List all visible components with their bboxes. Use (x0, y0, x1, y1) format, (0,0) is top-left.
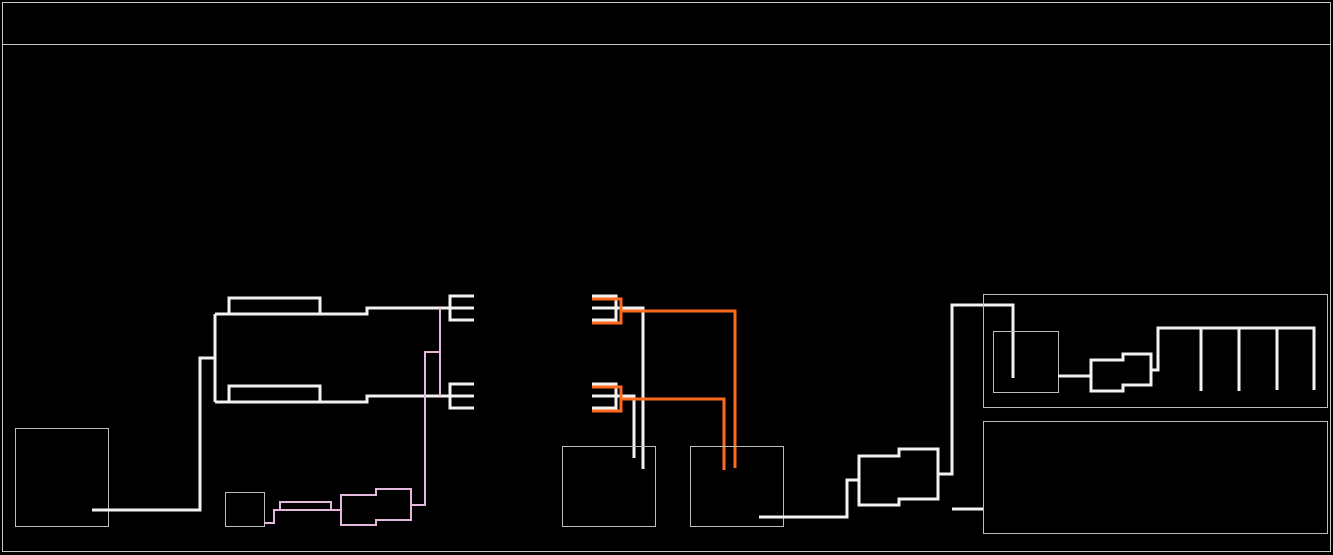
source-box-left[interactable] (15, 428, 109, 527)
fork-terminal-upper-left (448, 294, 474, 322)
trunk-line-left (92, 356, 215, 512)
fork-terminal-lower-mid (592, 382, 636, 458)
fork-terminal-lower-left (448, 382, 474, 410)
upper-branch-line (215, 296, 449, 316)
pink-component (340, 488, 412, 526)
fork-terminal-upper-mid (592, 294, 645, 469)
orange-line-lower (592, 385, 726, 470)
right-small-component (1058, 352, 1153, 393)
output-line-right (759, 478, 859, 519)
pink-link-1 (264, 501, 341, 524)
receiver-box-white[interactable] (562, 446, 656, 527)
inner-box-right[interactable] (993, 331, 1059, 393)
lower-branch-line (215, 384, 449, 404)
pink-riser (411, 308, 441, 506)
comb-terminal-right (1151, 326, 1316, 391)
upper-panel-right[interactable] (983, 294, 1328, 408)
receiver-box-orange[interactable] (690, 446, 784, 527)
lower-panel-right[interactable] (983, 421, 1328, 534)
right-component (857, 447, 940, 507)
right-distribution-line (938, 303, 1015, 511)
orange-line-upper (592, 297, 737, 468)
sensor-box-pink[interactable] (225, 492, 265, 527)
